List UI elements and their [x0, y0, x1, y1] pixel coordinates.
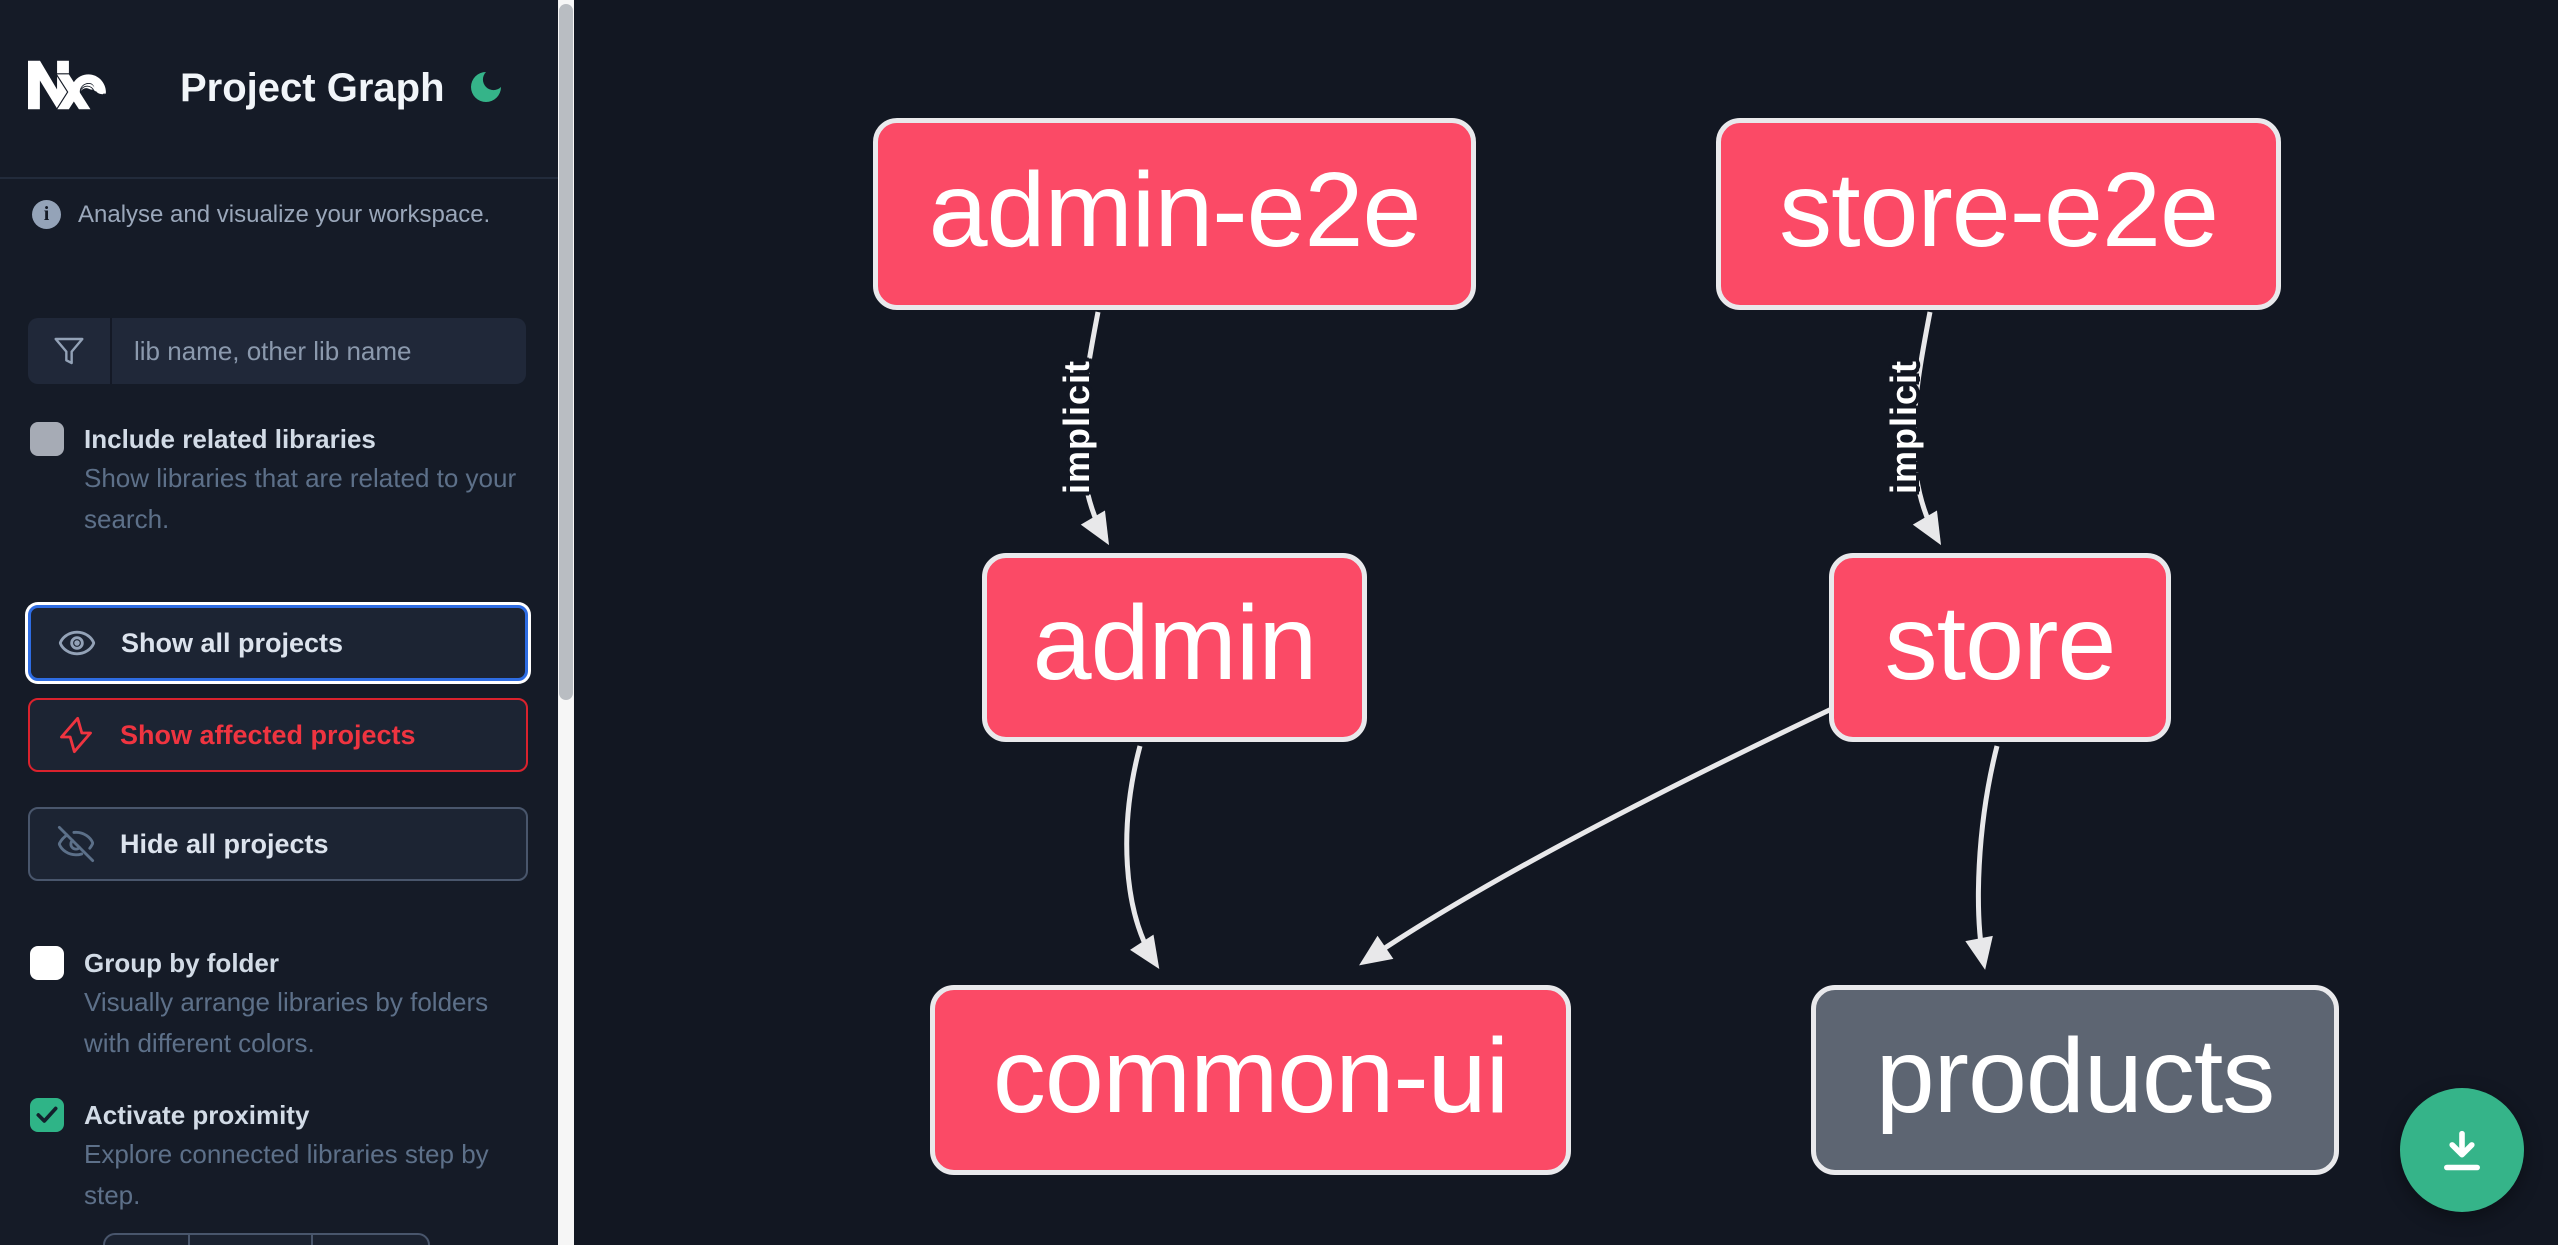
graph-canvas[interactable]: implicit implicit admin-e2e store-e2e ad… [574, 0, 2558, 1245]
option-description: Show libraries that are related to your … [84, 463, 517, 534]
page-title: Project Graph [180, 66, 445, 110]
option-activate-proximity: Activate proximity Explore connected lib… [30, 1096, 526, 1216]
download-graph-button[interactable] [2400, 1088, 2524, 1212]
info-icon: i [32, 200, 61, 229]
depth-value-segment [190, 1235, 313, 1245]
header-divider [0, 177, 558, 179]
theme-toggle-button[interactable] [464, 66, 508, 110]
edge-admin-common-ui [1124, 745, 1160, 970]
edge-label-implicit: implicit [1056, 359, 1097, 495]
edge-store-products [1965, 745, 2000, 970]
option-description: Explore connected libraries step by step… [84, 1139, 489, 1210]
edge-admin-e2e-admin [1079, 311, 1110, 546]
option-label[interactable]: Activate proximity [84, 1100, 310, 1130]
group-by-folder-checkbox[interactable] [30, 946, 64, 980]
workspace-tagline: i Analyse and visualize your workspace. [32, 200, 490, 229]
graph-node-products[interactable]: products [1811, 985, 2339, 1175]
option-description: Visually arrange libraries by folders wi… [84, 987, 489, 1058]
filter-icon [28, 318, 112, 384]
lightning-icon [60, 716, 92, 754]
edge-store-common-ui [1359, 702, 1842, 966]
option-group-by-folder: Group by folder Visually arrange librari… [30, 944, 526, 1064]
depth-decrement-segment[interactable] [105, 1235, 190, 1245]
download-icon [2444, 1130, 2480, 1171]
option-label[interactable]: Group by folder [84, 948, 279, 978]
option-include-related-libraries: Include related libraries Show libraries… [30, 420, 526, 540]
button-label: Show affected projects [120, 719, 416, 750]
sidebar: Project Graph i Analyse and visualize yo… [0, 0, 558, 1245]
option-label[interactable]: Include related libraries [84, 424, 376, 454]
eye-off-icon [57, 825, 95, 863]
nx-logo-icon [28, 60, 106, 110]
sidebar-scrollbar[interactable] [558, 0, 574, 1245]
graph-node-common-ui[interactable]: common-ui [930, 985, 1571, 1175]
activate-proximity-checkbox[interactable] [30, 1098, 64, 1132]
edge-store-e2e-store [1911, 311, 1942, 546]
show-all-projects-button[interactable]: Show all projects [28, 605, 528, 681]
checkmark-icon [36, 1106, 58, 1123]
search-input[interactable] [112, 318, 526, 384]
button-label: Hide all projects [120, 828, 329, 859]
button-label: Show all projects [121, 627, 344, 658]
graph-node-admin[interactable]: admin [982, 553, 1367, 742]
eye-icon [58, 630, 96, 656]
show-affected-projects-button[interactable]: Show affected projects [28, 698, 528, 772]
moon-icon [471, 71, 501, 102]
sidebar-header: Project Graph [0, 0, 558, 177]
search-box [28, 318, 526, 384]
depth-increment-segment[interactable] [313, 1235, 428, 1245]
scrollbar-thumb[interactable] [559, 4, 573, 700]
hide-all-projects-button[interactable]: Hide all projects [28, 807, 528, 881]
edge-label-implicit: implicit [1883, 359, 1924, 495]
include-related-checkbox[interactable] [30, 422, 64, 456]
graph-node-admin-e2e[interactable]: admin-e2e [873, 118, 1476, 310]
graph-edges [1079, 311, 2000, 970]
graph-node-store-e2e[interactable]: store-e2e [1716, 118, 2281, 310]
graph-node-store[interactable]: store [1829, 553, 2171, 742]
proximity-depth-control[interactable] [103, 1233, 430, 1245]
tagline-text: Analyse and visualize your workspace. [78, 200, 491, 228]
